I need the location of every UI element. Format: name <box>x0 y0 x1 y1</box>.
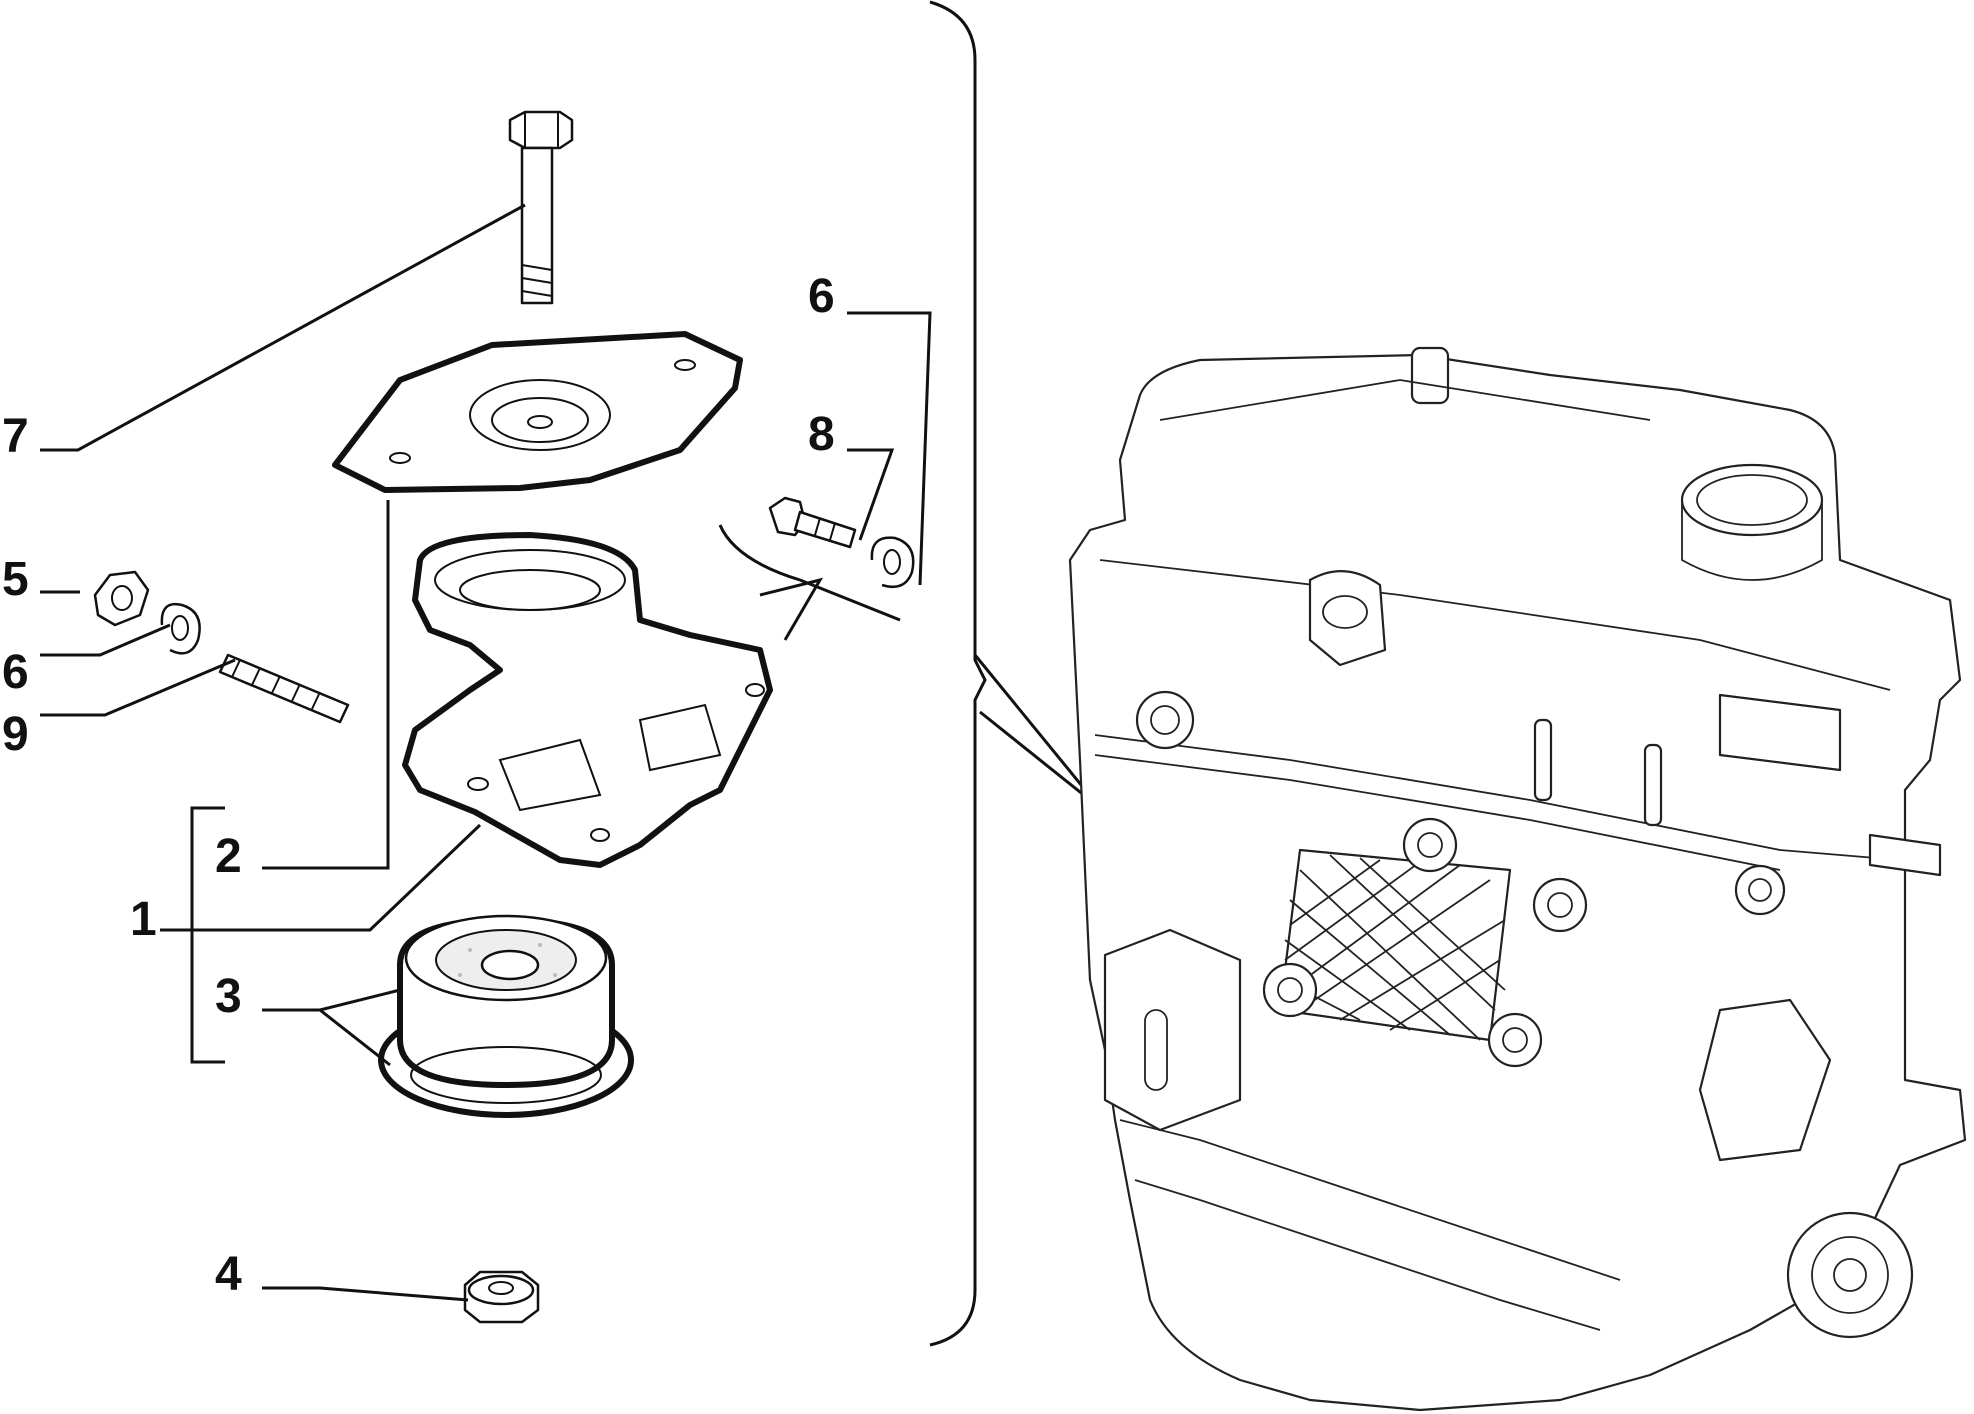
bracket-plate-icon <box>332 331 743 493</box>
callout-1: 1 <box>130 893 157 946</box>
leader-lines <box>40 203 932 1302</box>
brace-connector-upper <box>973 654 1102 809</box>
group-bracket-1 <box>190 806 225 1064</box>
small-bolt-icon <box>768 496 857 549</box>
bolt-icon <box>508 110 574 305</box>
callout-6-left: 6 <box>2 646 29 699</box>
callout-4: 4 <box>215 1248 242 1301</box>
nut-5-icon <box>93 570 150 627</box>
callout-9: 9 <box>2 708 29 761</box>
brace-connector-lower <box>979 710 1101 810</box>
washer-right-icon <box>870 536 915 589</box>
callout-3: 3 <box>215 970 242 1023</box>
callout-7: 7 <box>2 410 29 463</box>
callout-2: 2 <box>215 830 242 883</box>
washer-icon <box>160 602 201 655</box>
support-bracket-icon <box>402 532 773 868</box>
callout-5: 5 <box>2 553 29 606</box>
callout-6-top: 6 <box>808 270 835 323</box>
stud-icon <box>218 653 350 724</box>
group-brace <box>929 0 987 1347</box>
nut-icon <box>463 1270 540 1324</box>
callout-8: 8 <box>808 408 835 461</box>
engine-block-icon <box>1068 346 1967 1412</box>
callout-labels: 7 6 8 5 6 9 2 1 3 4 <box>2 270 835 1301</box>
rubber-mount-icon <box>378 914 634 1118</box>
group-curve-8-6 <box>718 524 901 622</box>
